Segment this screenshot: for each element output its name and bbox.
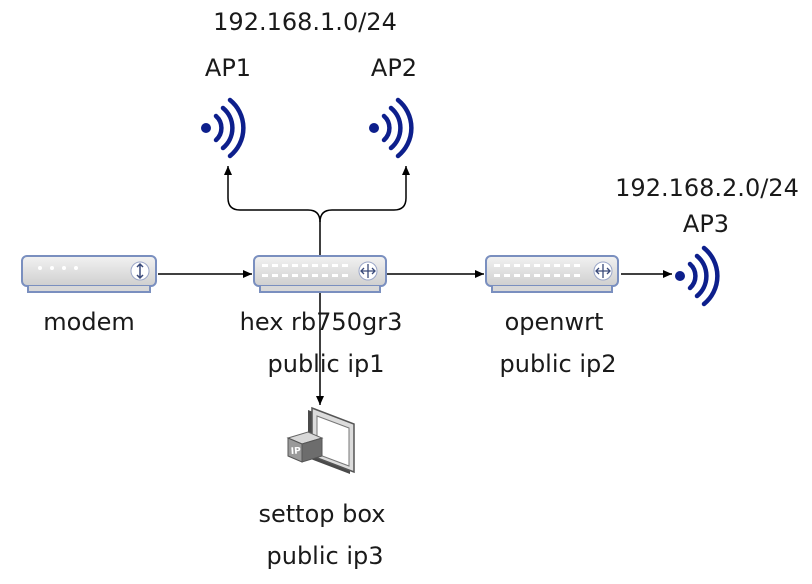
openwrt-label: openwrt bbox=[504, 308, 604, 336]
ap1-label: AP1 bbox=[204, 54, 252, 82]
ap3-wifi-icon[interactable] bbox=[675, 245, 720, 307]
connections bbox=[158, 166, 672, 405]
settop-label: settop box bbox=[258, 500, 386, 528]
settop-ip-label: public ip3 bbox=[266, 542, 384, 570]
subnet1-label: 192.168.1.0/24 bbox=[213, 8, 397, 36]
edge-hex-ap2 bbox=[319, 166, 410, 223]
ap2-label: AP2 bbox=[370, 54, 418, 82]
openwrt-router-icon[interactable] bbox=[485, 255, 619, 293]
ap3-label: AP3 bbox=[682, 210, 730, 238]
modem-label: modem bbox=[43, 308, 135, 336]
svg-text:IP: IP bbox=[291, 446, 302, 457]
subnet2-label: 192.168.2.0/24 bbox=[615, 174, 799, 202]
hex-label: hex rb750gr3 bbox=[239, 308, 403, 336]
router-icon[interactable] bbox=[253, 255, 387, 293]
hex-ip-label: public ip1 bbox=[267, 350, 385, 378]
ap2-wifi-icon[interactable] bbox=[369, 97, 414, 159]
openwrt-ip-label: public ip2 bbox=[499, 350, 617, 378]
modem-icon[interactable] bbox=[21, 255, 157, 293]
settop-box-icon[interactable]: IP bbox=[286, 406, 355, 474]
edge-hex-ap1 bbox=[224, 166, 321, 256]
ap1-wifi-icon[interactable] bbox=[201, 97, 246, 159]
